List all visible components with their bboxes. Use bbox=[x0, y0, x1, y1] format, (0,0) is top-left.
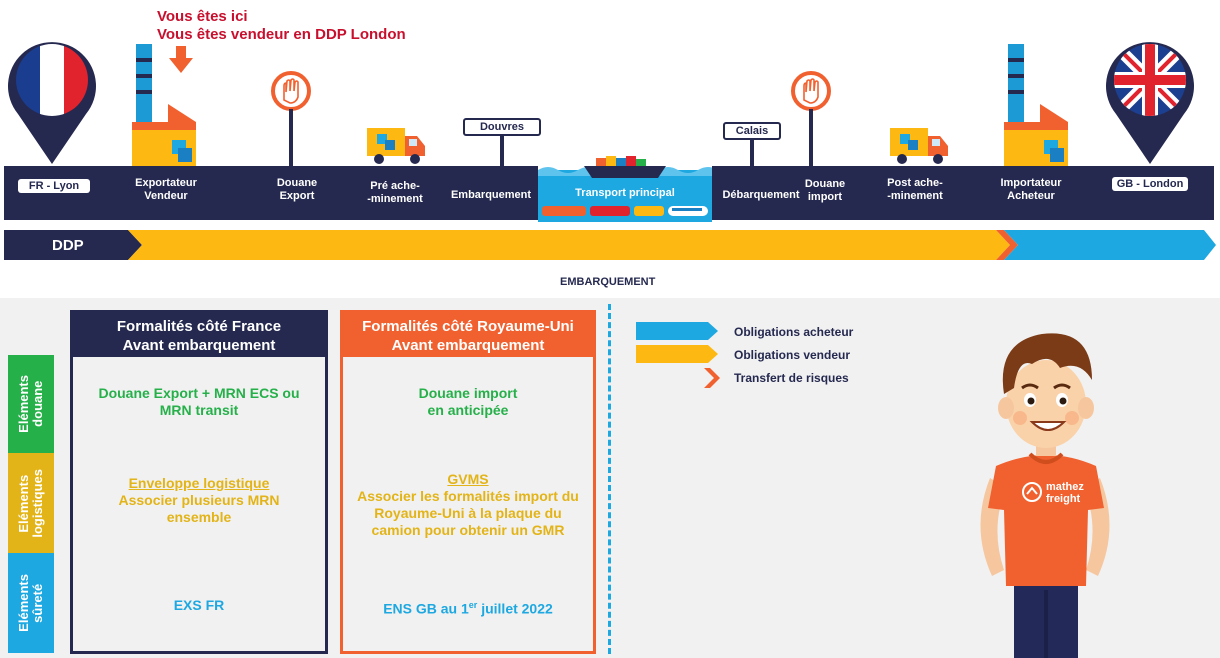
post-carriage-step-label: Post ache--minement bbox=[887, 177, 943, 202]
sea-transport-illustration bbox=[538, 156, 712, 222]
destination-gb-london-label: GB - London bbox=[1112, 177, 1188, 191]
calais-sign-post bbox=[750, 140, 754, 166]
export-customs-hand-icon bbox=[271, 71, 311, 166]
boarding-step-label: Embarquement bbox=[450, 189, 532, 201]
mascot-logo-line2: freight bbox=[1046, 493, 1081, 505]
ddp-obligation-bar bbox=[4, 230, 1216, 260]
pre-carriage-step-label: Pré ache--minement bbox=[367, 180, 423, 205]
exporter-factory-icon bbox=[132, 44, 196, 166]
unloading-step-label: Débarquement bbox=[722, 189, 800, 201]
france-safety-text: EXS FR bbox=[173, 597, 225, 613]
calais-sign: Calais bbox=[723, 122, 781, 140]
import-customs-hand-icon bbox=[791, 71, 831, 166]
timeline-band-right bbox=[712, 166, 1214, 220]
legend-risk-label: Transfert de risques bbox=[734, 371, 849, 385]
uk-flag-pin-icon bbox=[1106, 42, 1194, 165]
dover-sign: Douvres bbox=[463, 118, 541, 136]
mascot-illustration: mathez freight bbox=[980, 333, 1110, 658]
dashed-divider bbox=[608, 304, 611, 654]
france-flag-pin-icon bbox=[8, 42, 97, 165]
seller-role-label: Vous êtes vendeur en DDP London bbox=[157, 26, 406, 43]
legend-seller-label: Obligations vendeur bbox=[734, 348, 851, 362]
legend-risk-chevron-icon bbox=[704, 368, 720, 388]
incoterm-label: DDP bbox=[52, 237, 84, 254]
legend-buyer-label: Obligations acheteur bbox=[734, 325, 854, 339]
post-carriage-truck-icon bbox=[890, 128, 948, 164]
you-are-here-label: Vous êtes ici bbox=[157, 8, 248, 25]
pre-carriage-truck-icon bbox=[367, 128, 425, 164]
uk-safety-text: ENS GB au 1er juillet 2022 bbox=[383, 600, 553, 617]
origin-fr-lyon-label: FR - Lyon bbox=[18, 179, 90, 193]
down-arrow-icon bbox=[169, 46, 193, 73]
risk-transfer-point-label: EMBARQUEMENT bbox=[560, 276, 656, 288]
legend-seller-arrow-icon bbox=[636, 345, 718, 363]
importer-factory-icon bbox=[1004, 44, 1068, 166]
main-transport-step-label: Transport principal bbox=[575, 187, 675, 199]
mascot-logo-line1: mathez bbox=[1046, 481, 1084, 493]
legend-buyer-arrow-icon bbox=[636, 322, 718, 340]
timeline-band-left bbox=[4, 166, 538, 220]
dover-sign-post bbox=[500, 136, 504, 166]
